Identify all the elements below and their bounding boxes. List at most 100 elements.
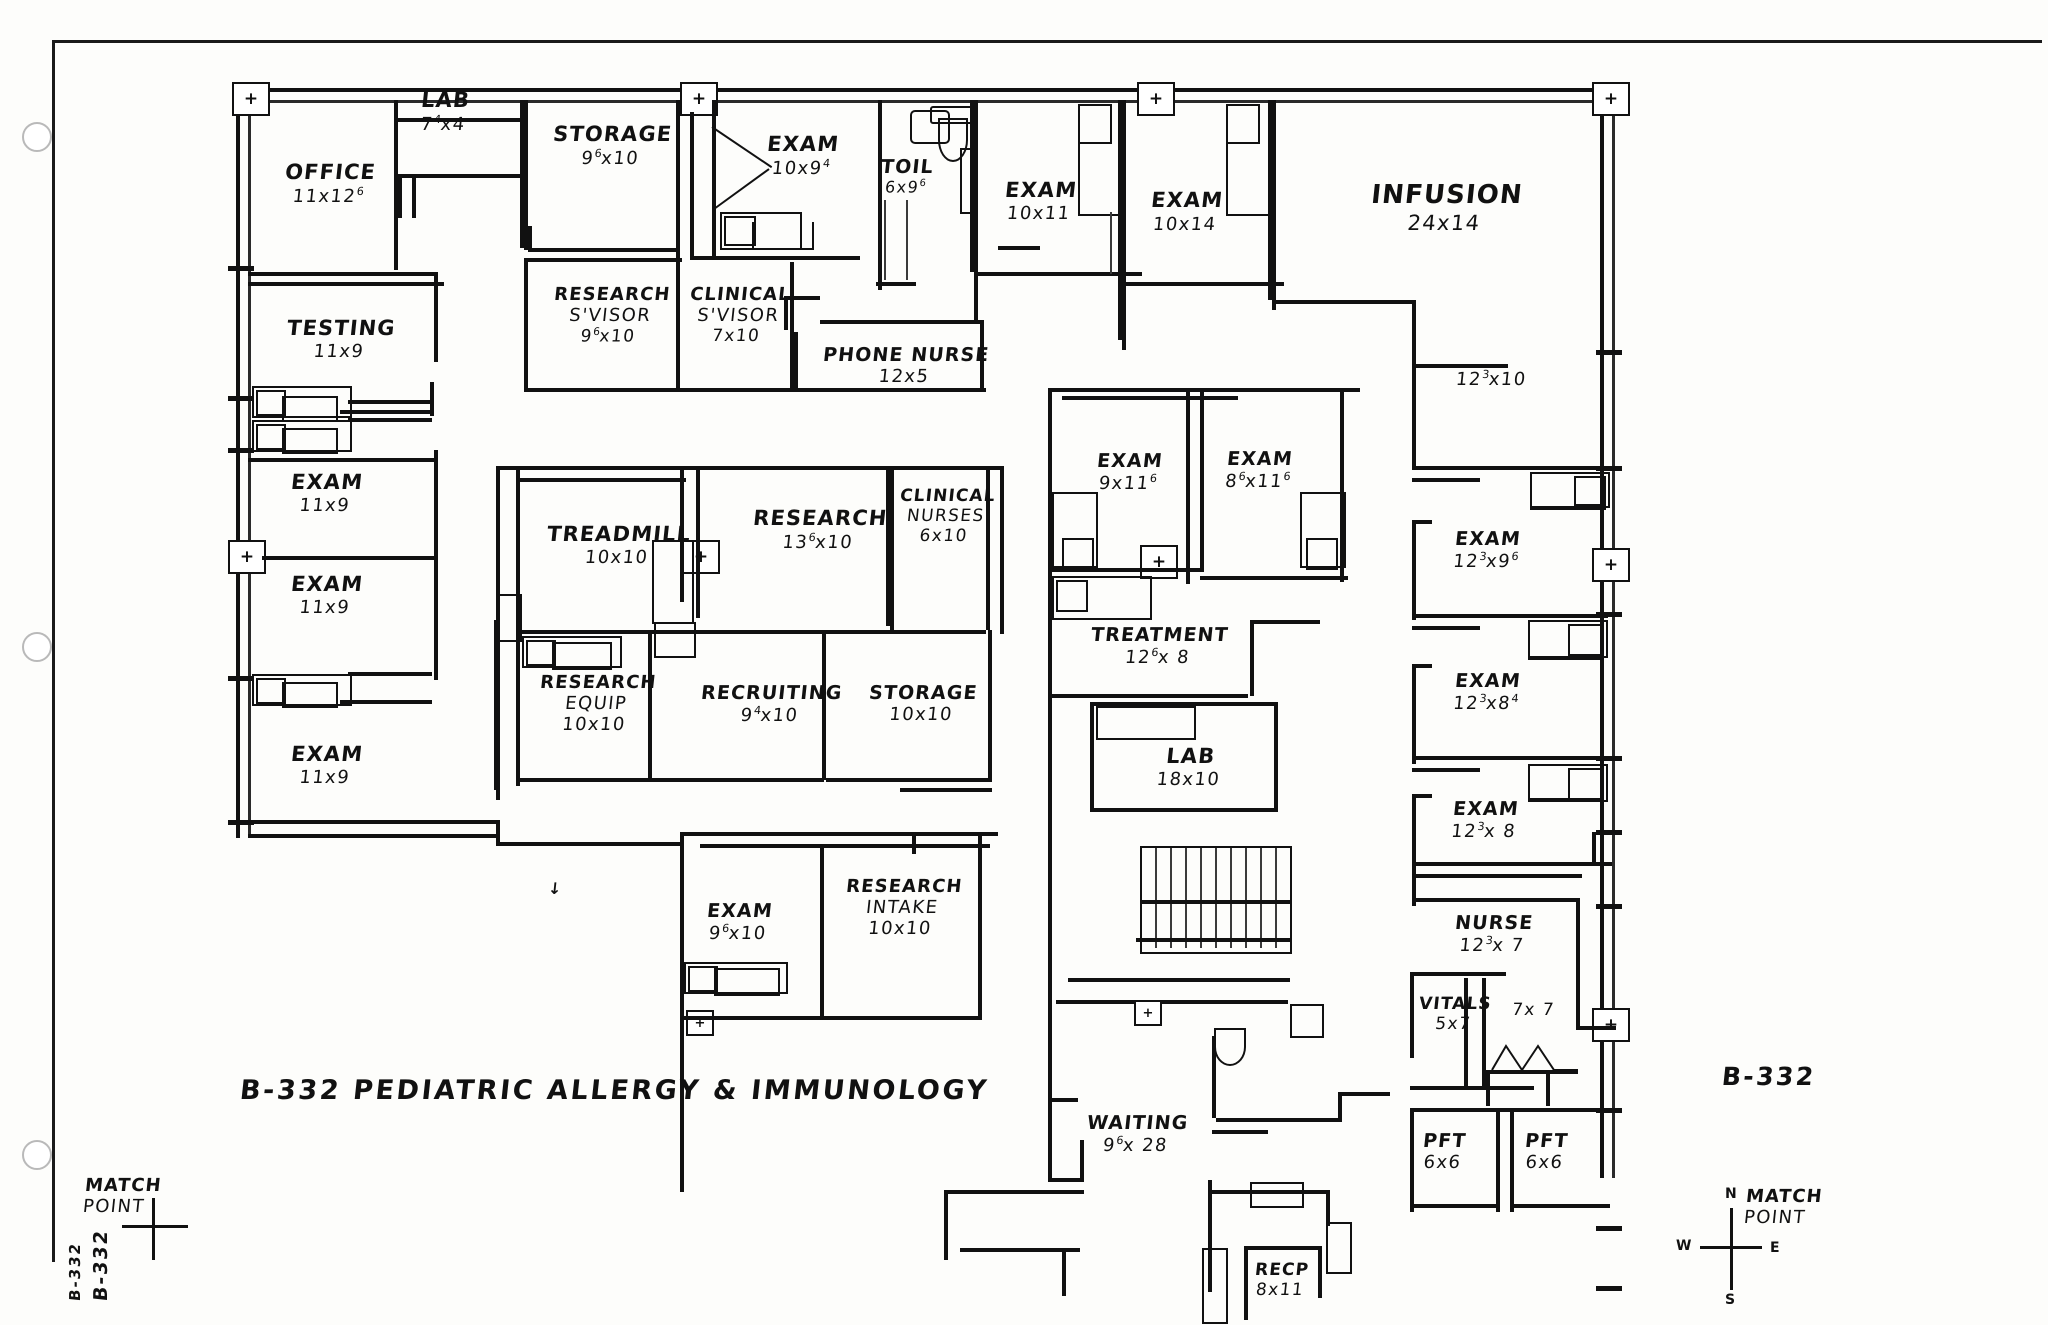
wall-central-left-inner: [516, 466, 520, 786]
door-marker-exam-left[interactable]: +: [228, 540, 266, 574]
corridor-tick-5: [1596, 830, 1622, 835]
wall-exam1238-left: [1412, 794, 1416, 894]
compass-east-label: E: [1770, 1240, 1780, 1256]
wall-lab-mid-right: [1274, 702, 1278, 812]
door-marker-office[interactable]: +: [232, 82, 270, 116]
casework-testing-b: [252, 420, 352, 452]
casework-exam9610: [684, 962, 788, 994]
sink-requip: [526, 640, 556, 666]
wall-vitals-left: [1410, 972, 1414, 1058]
door-marker-research-intake[interactable]: +: [686, 1010, 714, 1036]
room-label-exam-9x116: EXAM 9x116: [1094, 450, 1164, 495]
wall-exam1238-bottom: [1412, 862, 1612, 866]
sink-exam9116: [1062, 538, 1094, 570]
room-label-testing: TESTING 11x9: [284, 316, 397, 362]
room-name: STORAGE: [867, 682, 979, 704]
stair-landing-line: [1140, 900, 1290, 904]
room-label-lab-mid: LAB 18x10: [1156, 744, 1224, 790]
wall-exam1011-right: [1118, 100, 1122, 340]
match-point-left-cross-v: [152, 1198, 155, 1260]
casework-exam-b: [252, 674, 352, 706]
toilet-partition-b: [906, 200, 908, 280]
match-point-line2: POINT: [81, 1196, 146, 1218]
wall-exam1238-b3: [1412, 898, 1580, 902]
room-dims: 11x9: [312, 340, 366, 362]
door-marker-exam-123x96[interactable]: +: [1592, 548, 1630, 582]
sink-exam-b: [256, 678, 286, 704]
counter-exam1094: [752, 222, 814, 250]
door-marker-exam-top[interactable]: +: [680, 82, 718, 116]
wall-exam1094-right: [712, 100, 716, 260]
room-label-exam-10x14: EXAM 10x14: [1148, 188, 1225, 235]
match-point-left-label: MATCH POINT: [82, 1175, 163, 1217]
door-marker-exam-14[interactable]: +: [1137, 82, 1175, 116]
room-dims: 126x 8: [1123, 646, 1192, 669]
room-label-infusion: INFUSION 24x14: [1367, 180, 1525, 235]
equipment-treadmill: [652, 540, 694, 624]
wall-exam12396-bottom: [1412, 614, 1608, 618]
corridor-tick-8: [1596, 1226, 1622, 1231]
room-name: NURSE: [1454, 912, 1535, 934]
sink-exam1094: [724, 216, 756, 246]
wall-phonenurse-bottom: [794, 388, 986, 392]
counter-requip: [552, 642, 612, 670]
door-marker-top-right[interactable]: +: [1592, 82, 1630, 116]
room-name: PFT: [1421, 1130, 1468, 1152]
room-name-line2: EQUIP: [564, 693, 629, 715]
wall-core-top: [1048, 388, 1298, 392]
casework-exam86116: [1300, 492, 1346, 568]
room-dims: 6x6: [1422, 1152, 1463, 1174]
wall-treatment-right-top: [1250, 620, 1320, 624]
wall-recp-inner: [1244, 1246, 1322, 1250]
wall-lab-bottom: [396, 174, 524, 178]
wall-recp-inner-v: [1244, 1246, 1248, 1320]
room-label-exam-10x11: EXAM 10x11: [1002, 178, 1079, 224]
wall-corridor-bottom: [496, 842, 680, 846]
room-label-nurse: NURSE 123x 7: [1452, 912, 1535, 957]
corridor-tick-1: [1596, 350, 1622, 355]
left-wall-tick-2: [228, 396, 254, 401]
wall-lab-mid-bottom: [1090, 808, 1278, 812]
wall-exams-bottom: [1048, 568, 1202, 572]
wall-exam1014-left: [1122, 100, 1126, 350]
wall-123x10-case: [1530, 506, 1606, 510]
toilet-partition-a: [884, 200, 886, 280]
door-marker-treatment[interactable]: +: [1140, 545, 1178, 579]
room-dims: 123x10: [1454, 368, 1528, 390]
room-dims: 24x14: [1406, 210, 1482, 235]
door-marker-stair[interactable]: +: [1134, 1000, 1162, 1026]
room-name: EXAM: [1003, 178, 1079, 202]
wall-central-left-outer: [496, 466, 500, 800]
room-label-lab-top: LAB 74x4: [418, 88, 472, 135]
wall-exam-b-top: [262, 556, 436, 560]
wall-exam12396-top: [1412, 520, 1432, 524]
wall-exam1238-top: [1412, 794, 1432, 798]
wall-infusion-bottom: [1272, 300, 1414, 304]
wall-waiting-left: [1048, 1060, 1052, 1178]
wall-exam-c-bottom: [236, 820, 500, 824]
room-name: RECP: [1254, 1260, 1311, 1280]
stair-tread-7: [1245, 848, 1247, 948]
border-left: [52, 40, 55, 1262]
room-label-exam-123x96: EXAM 123x96: [1452, 528, 1522, 573]
corridor-tick-4: [1596, 756, 1622, 761]
room-name: LAB: [1165, 744, 1217, 768]
room-name: EXAM: [1454, 670, 1522, 692]
wall-lab-mid-left: [1090, 702, 1094, 812]
room-name: STORAGE: [551, 122, 674, 146]
wall-exam1238-b2: [1412, 874, 1582, 878]
wall-testing-right: [434, 272, 438, 362]
room-name: EXAM: [289, 742, 365, 766]
room-label-exam-11x9-b: EXAM 11x9: [288, 572, 365, 618]
stair-tread-6: [1230, 848, 1232, 948]
wall-storage-bottom: [528, 248, 680, 252]
room-dims: 10x10: [888, 704, 954, 726]
door-marker-vitals[interactable]: +: [1592, 1008, 1630, 1042]
wall-storage-stub: [528, 226, 532, 252]
wall-casework-c: [348, 672, 432, 676]
wall-infusion-right: [1412, 300, 1416, 364]
wall-treadmill-right: [680, 466, 684, 602]
room-name: WAITING: [1086, 1112, 1190, 1134]
wall-exam-c-bottom2: [248, 834, 500, 838]
wall-requip-left: [494, 620, 498, 790]
